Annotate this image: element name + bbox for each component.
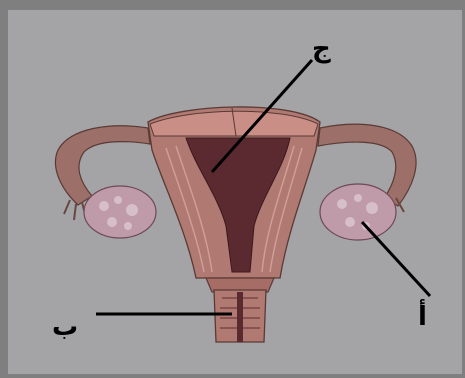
label-a: أ [418,304,427,330]
label-b: ب [52,314,78,340]
pointer-line-a [362,222,430,296]
left-ovary [84,186,156,238]
label-c: ج [312,36,331,62]
right-ovary [320,184,396,240]
